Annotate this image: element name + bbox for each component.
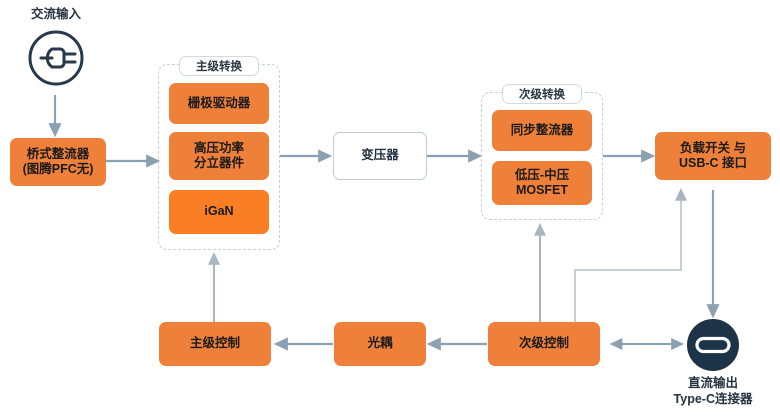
node-transformer[interactable]: 变压器 <box>333 132 427 180</box>
caption-ac-input: 交流输入 <box>30 7 81 21</box>
node-primary-control[interactable]: 主级控制 <box>159 322 271 366</box>
node-hv-discrete[interactable]: 高压功率 分立器件 <box>169 132 269 180</box>
ac-plug-icon <box>25 27 87 89</box>
caption-dc-output: 直流输出 Type-C连接器 <box>673 376 753 407</box>
node-load-switch[interactable]: 负载开关 与 USB-C 接口 <box>655 132 771 180</box>
node-bridge-rectifier[interactable]: 桥式整流器 (图腾PFC无) <box>10 138 106 186</box>
node-sync-rectifier[interactable]: 同步整流器 <box>492 110 592 151</box>
usb-c-connector-icon <box>686 318 740 372</box>
group-label-primary-conversion: 主级转换 <box>179 56 259 76</box>
node-gate-driver[interactable]: 栅极驱动器 <box>169 83 269 124</box>
node-lv-mosfet[interactable]: 低压-中压 MOSFET <box>492 161 592 205</box>
group-label-secondary-conversion: 次级转换 <box>502 84 582 104</box>
node-igan[interactable]: iGaN <box>169 190 269 234</box>
node-optocoupler[interactable]: 光耦 <box>334 322 426 366</box>
node-secondary-control[interactable]: 次级控制 <box>488 322 600 366</box>
